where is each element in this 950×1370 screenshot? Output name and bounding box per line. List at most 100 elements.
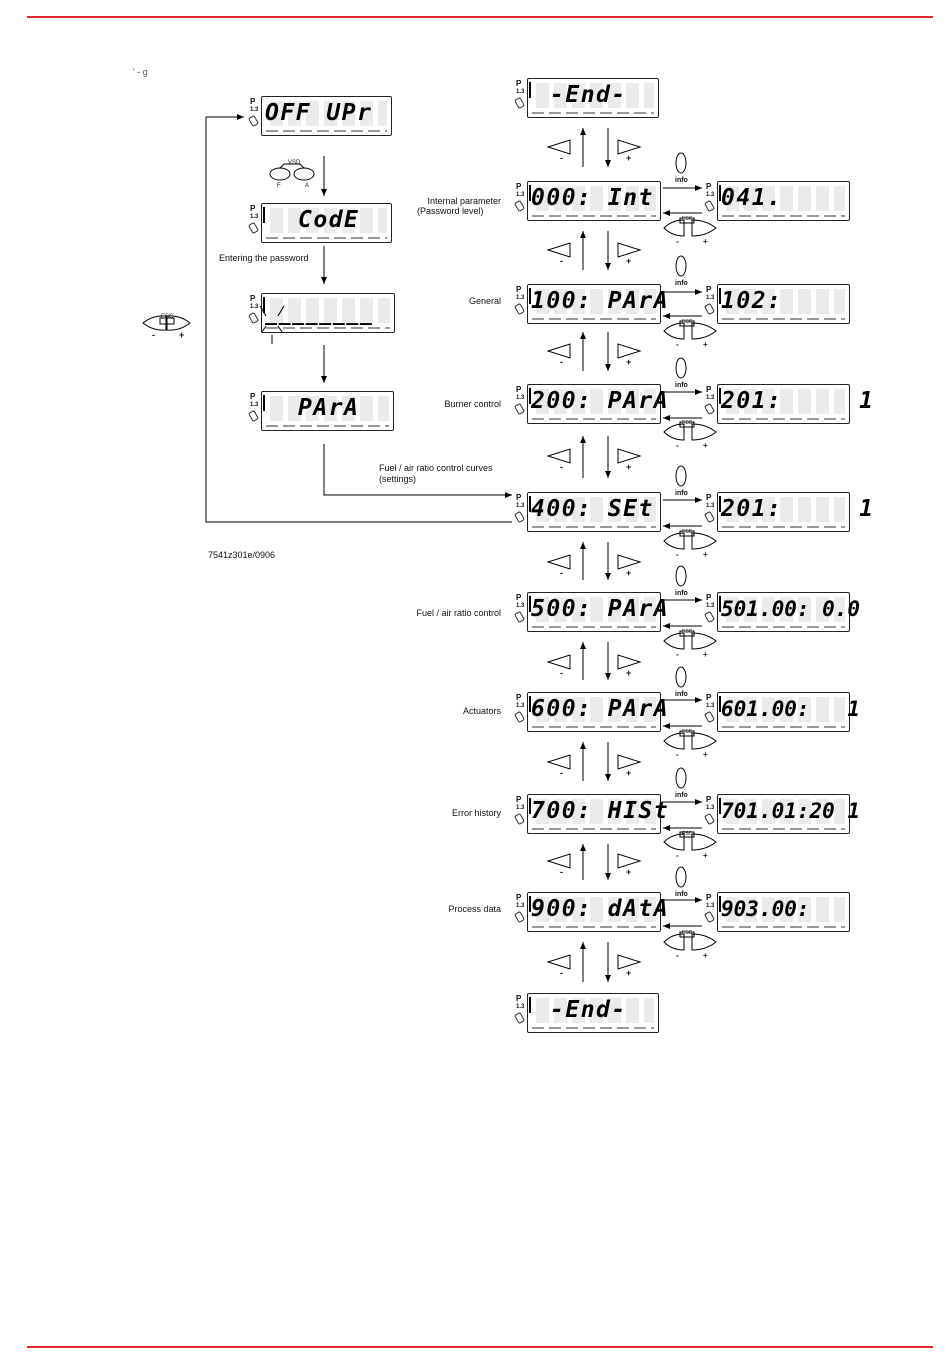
label-curves-sub: (settings) — [379, 474, 417, 484]
nav-minus-sign: - — [560, 668, 563, 678]
nav-plus-sign: + — [626, 768, 632, 778]
lcd-bar — [719, 696, 721, 712]
key-icon — [513, 199, 526, 213]
lcd-bar — [719, 185, 721, 201]
key-icon — [513, 812, 526, 826]
nav-plus-sign: + — [626, 256, 632, 266]
lcd-bar — [263, 207, 265, 223]
nav-minus-sign: - — [560, 153, 563, 163]
info-label: info — [675, 792, 688, 799]
lcd-text: 903.00: — [721, 897, 810, 921]
esc-plus-sign: + — [703, 441, 708, 450]
lcd-text: 600: PArA — [531, 696, 670, 722]
esc-plus-sign: + — [703, 550, 708, 559]
lcd-text: 201: 1 — [721, 496, 875, 522]
esc-label-left: ESC — [161, 314, 174, 320]
label-internal-sub: (Password level) — [417, 206, 484, 216]
lcd-bar — [719, 596, 721, 612]
info-label: info — [675, 691, 688, 698]
nav-plus-sign: + — [626, 968, 632, 978]
key-icon — [513, 1011, 526, 1025]
nav-minus-sign: - — [560, 357, 563, 367]
label-entering-password: Entering the password — [219, 253, 309, 263]
esc-minus-sign: - — [676, 851, 679, 860]
top-red-rule — [27, 16, 933, 18]
label-fuel-air: Fuel / air ratio control — [416, 608, 501, 618]
label-burner: Burner control — [444, 399, 501, 409]
nav-plus-sign: + — [626, 357, 632, 367]
key-icon — [703, 302, 716, 316]
label-error: Error history — [451, 808, 501, 818]
lcd-bar — [529, 896, 531, 912]
figure-code: 7541z301e/0906 — [208, 550, 276, 560]
key-icon — [703, 710, 716, 724]
esc-plus-sign: + — [703, 237, 708, 246]
info-label: info — [675, 280, 688, 287]
info-label: info — [675, 177, 688, 184]
f-label: F — [277, 183, 281, 189]
lcd-bar — [529, 496, 531, 512]
lcd-text: ________ — [265, 301, 374, 325]
bottom-red-rule — [27, 1346, 933, 1348]
lcd-bar — [719, 496, 721, 512]
lcd-bar — [719, 388, 721, 404]
esc-label: ESC — [682, 831, 693, 837]
nav-minus-sign: - — [560, 968, 563, 978]
key-icon — [513, 510, 526, 524]
lcd-bar — [263, 395, 265, 411]
esc-minus-sign: - — [676, 951, 679, 960]
a-label: A — [305, 183, 310, 189]
info-label: info — [675, 382, 688, 389]
key-icon — [703, 812, 716, 826]
label-general: General — [468, 296, 501, 306]
lcd-text: 601.00: 1 — [721, 697, 861, 721]
lcd-text: -End- — [550, 997, 627, 1023]
lcd-text: 400: SEt — [531, 496, 654, 522]
label-process: Process data — [448, 904, 501, 914]
key-icon — [247, 409, 260, 423]
lcd-text: CodE — [298, 207, 360, 233]
key-icon — [513, 610, 526, 624]
lcd-bar — [529, 288, 531, 304]
lcd-text: 501.00: 0.0 — [721, 597, 861, 621]
info-label: info — [675, 590, 688, 597]
esc-label: ESC — [682, 420, 693, 426]
esc-minus-sign: - — [676, 340, 679, 349]
nav-plus-sign: + — [626, 867, 632, 877]
label-curves: Fuel / air ratio control curves — [379, 463, 493, 473]
lcd-text: OFF UPr — [265, 100, 373, 126]
key-icon — [513, 96, 526, 110]
key-icon — [703, 910, 716, 924]
lcd-text: 041. — [721, 185, 783, 211]
key-icon — [703, 610, 716, 624]
esc-minus-sign: - — [676, 237, 679, 246]
vsd-label: VSD — [288, 160, 301, 166]
lcd-bar — [529, 997, 531, 1013]
esc-minus-sign: - — [676, 441, 679, 450]
header-fragment: ' - g — [133, 67, 148, 77]
lcd-bar — [529, 596, 531, 612]
lcd-text: 900: dAtA — [531, 896, 670, 922]
plus-left: + — [179, 330, 185, 340]
key-icon — [247, 311, 260, 325]
esc-plus-sign: + — [703, 650, 708, 659]
